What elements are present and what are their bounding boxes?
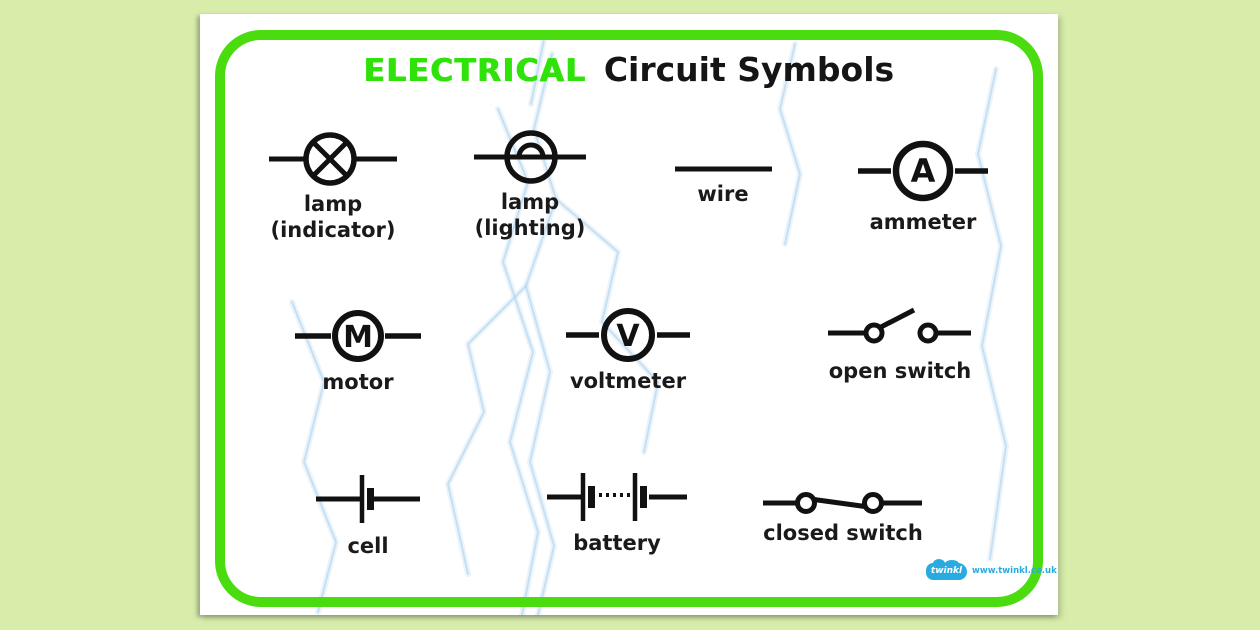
symbol-sublabel: (lighting) (474, 215, 586, 240)
symbol-label: wire (697, 182, 749, 206)
symbol-label: lamp (303, 192, 363, 216)
symbol-sublabel: (indicator) (270, 217, 396, 242)
symbol-label: motor (322, 370, 394, 394)
symbol-cell-cell: cell (298, 474, 438, 560)
symbol-cell-motor: M motor (283, 309, 433, 396)
twinkl-website-text: www.twinkl.co.uk (972, 566, 1057, 576)
twinkl-brand-text: twinkl (930, 566, 963, 576)
closed-switch-icon (763, 492, 922, 514)
motor-icon: M (295, 310, 421, 362)
voltmeter-icon: V (566, 308, 690, 362)
twinkl-logo: twinkl www.twinkl.co.uk (926, 558, 1057, 581)
wire-icon (674, 166, 772, 172)
symbol-cell-ammeter: A ammeter (850, 140, 996, 236)
ammeter-letter: A (911, 152, 936, 190)
title-words-circuit-symbols: Circuit Symbols (603, 50, 895, 89)
twinkl-cloud-icon: twinkl (926, 558, 967, 580)
symbol-label: ammeter (869, 210, 977, 234)
symbol-label: cell (347, 534, 389, 558)
ammeter-icon: A (858, 140, 988, 202)
poster-title: ELECTRICAL Circuit Symbols (200, 50, 1058, 89)
lamp-indicator-icon (269, 132, 397, 186)
symbol-label: open switch (828, 359, 972, 383)
symbol-cell-closed-switch: closed switch (763, 490, 923, 547)
symbol-cell-lamp-indicator: lamp (indicator) (263, 130, 403, 243)
voltmeter-letter: V (616, 319, 640, 354)
symbol-cell-wire: wire (653, 166, 793, 208)
symbol-cell-open-switch: open switch (824, 305, 976, 385)
open-switch-icon (827, 307, 971, 344)
poster-page: ELECTRICAL Circuit Symbols lamp (indicat… (200, 14, 1058, 615)
motor-letter: M (343, 320, 373, 355)
symbol-label: lamp (500, 190, 560, 214)
title-word-electrical: ELECTRICAL (363, 53, 587, 89)
symbol-cell-battery: battery (542, 472, 692, 557)
symbol-label: closed switch (763, 521, 923, 545)
symbol-cell-lamp-lighting: lamp (lighting) (460, 128, 600, 241)
symbol-cell-voltmeter: V voltmeter (553, 307, 703, 395)
symbol-label: battery (573, 531, 661, 555)
cell-icon (315, 475, 420, 523)
battery-icon (547, 473, 687, 521)
lamp-lighting-icon (474, 130, 586, 184)
symbol-label: voltmeter (569, 369, 687, 393)
